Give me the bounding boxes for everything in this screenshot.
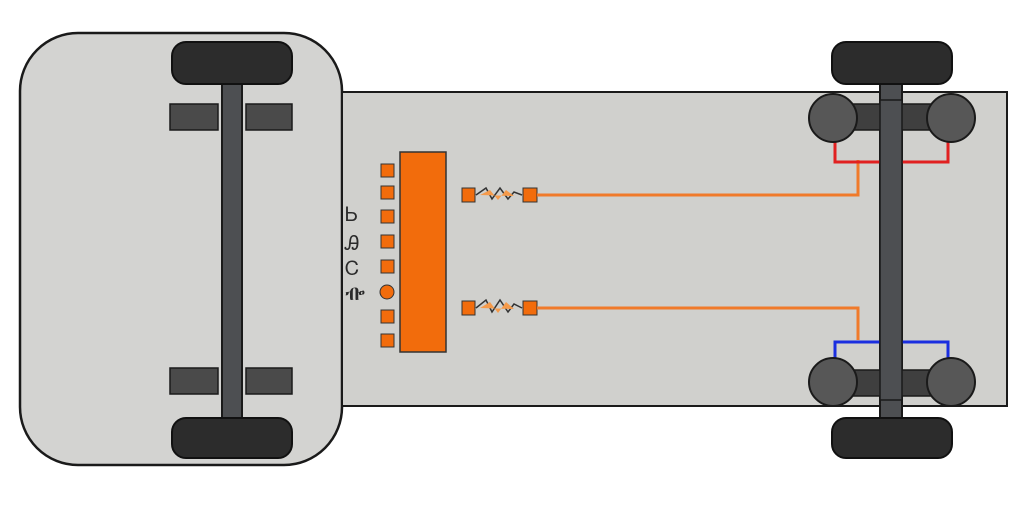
- upper-plug-right: [522, 187, 538, 203]
- left-label-2: Ꭿ: [344, 231, 359, 255]
- front-right-tire: [171, 417, 293, 459]
- lower-harness: [461, 298, 860, 340]
- left-label-4: ᎇ: [345, 281, 365, 305]
- upper-connector-icon: [475, 186, 523, 201]
- front-axle-shaft: [221, 63, 243, 441]
- upper-connector-fill: [480, 190, 514, 200]
- pin-8: [380, 333, 395, 348]
- rear-lower-hub-right: [926, 357, 976, 407]
- pin-6-round: [379, 284, 395, 300]
- lower-connector-icon: [475, 298, 523, 314]
- front-left-tire: [171, 41, 293, 85]
- left-label-column: Ꮟ Ꭿ Ꮯ ᎇ: [344, 202, 365, 305]
- upper-harness: [461, 160, 860, 203]
- control-module-icon: [399, 151, 447, 353]
- left-label-3: Ꮯ: [345, 256, 359, 280]
- rear-axle-shaft-front: [879, 99, 903, 401]
- rear-lower-hub-left: [808, 357, 858, 407]
- lower-plug-left: [461, 300, 476, 316]
- front-axle-assembly: [169, 41, 293, 459]
- front-upper-mount-right: [245, 103, 293, 131]
- front-lower-mount-left: [169, 367, 219, 395]
- rear-axle-assembly: [808, 41, 976, 459]
- lower-plug-right: [522, 300, 538, 316]
- upper-plug-left: [461, 187, 476, 203]
- rear-upper-hub-right: [926, 93, 976, 143]
- pin-3: [380, 209, 395, 224]
- left-label-1: Ꮟ: [345, 202, 358, 226]
- front-lower-mount-right: [245, 367, 293, 395]
- upper-harness-line: [537, 160, 860, 197]
- pin-5: [380, 259, 395, 274]
- front-upper-mount-left: [169, 103, 219, 131]
- rear-upper-hub-left: [808, 93, 858, 143]
- pin-7: [380, 309, 395, 324]
- pin-2: [380, 185, 395, 200]
- rear-left-tire: [831, 41, 953, 85]
- lower-harness-line: [537, 306, 860, 340]
- pin-1: [380, 163, 395, 178]
- controller-pins: [379, 163, 395, 348]
- rear-right-tire: [831, 417, 953, 459]
- lower-connector-fill: [480, 302, 514, 313]
- pin-4: [380, 234, 395, 249]
- cab-body: [18, 31, 344, 467]
